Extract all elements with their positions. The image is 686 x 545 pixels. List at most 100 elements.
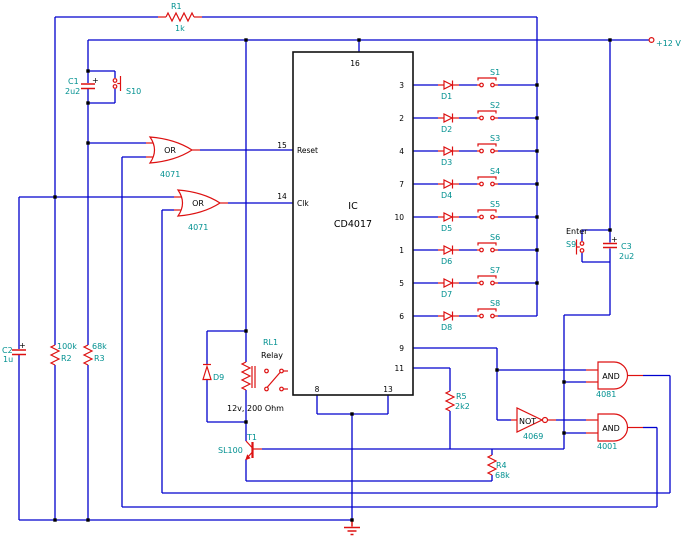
s9-ref-label: S9: [566, 240, 576, 249]
enter-label: Enter: [566, 227, 588, 236]
and-gate-1-symbol: [597, 361, 629, 390]
pushbutton-s10-symbol: [112, 76, 122, 91]
resistor-r1-symbol: [158, 11, 202, 23]
switch-ref-label: S6: [490, 233, 500, 242]
pushbutton-s9-symbol: [575, 239, 585, 255]
r1-ref-label: R1: [171, 2, 182, 11]
r4-value-label: 68k: [495, 471, 510, 480]
t1-part-label: SL100: [218, 446, 243, 455]
c2-ref-label: C2: [2, 346, 13, 355]
ic-pin14-label: 14: [277, 192, 287, 201]
capacitor-c3-symbol: [603, 242, 617, 249]
or-gate-1-symbol: [148, 136, 194, 164]
ic-pin16-label: 16: [350, 59, 360, 68]
diode-switch-row: [438, 209, 498, 222]
diode-ref-label: D7: [441, 290, 452, 299]
r1-value-label: 1k: [175, 24, 185, 33]
r5-value-label: 2k2: [455, 402, 470, 411]
relay-spec-label: 12v, 200 Ohm: [227, 404, 284, 413]
c1-polarity-label: +: [92, 76, 99, 85]
not-part-label: 4069: [523, 432, 543, 441]
or2-part-label: 4071: [188, 223, 208, 232]
diode-ref-label: D6: [441, 257, 452, 266]
resistor-r4-symbol: [486, 454, 498, 476]
ic-pin-label: 10: [394, 213, 404, 222]
resistor-r2-symbol: [49, 344, 61, 366]
r2-ref-label: R2: [61, 354, 72, 363]
c3-ref-label: C3: [621, 242, 632, 251]
ic-reset-label: Reset: [297, 146, 318, 155]
ground-symbol: [344, 520, 360, 536]
diode-ref-label: D2: [441, 125, 452, 134]
r5-ref-label: R5: [456, 392, 467, 401]
diode-d9-symbol: [202, 363, 212, 381]
ic-pin-label: 11: [394, 364, 404, 373]
switch-ref-label: S1: [490, 68, 500, 77]
ic-clk-label: Clk: [297, 199, 309, 208]
diode-switch-row: [438, 77, 498, 90]
or1-part-label: 4071: [160, 170, 180, 179]
capacitor-c2-symbol: [12, 349, 26, 356]
ic-pin-label: 6: [399, 312, 404, 321]
t1-ref-label: T1: [246, 433, 257, 442]
ic-pin-label: 1: [399, 246, 404, 255]
gate-stubs: [146, 142, 643, 434]
keypad-row-symbols: [438, 77, 498, 321]
c1-ref-label: C1: [68, 77, 79, 86]
relay-name-label: Relay: [261, 351, 283, 360]
diode-switch-row: [438, 110, 498, 123]
diode-switch-row: [438, 308, 498, 321]
ic-pin15-label: 15: [277, 141, 287, 150]
junction-dots: [53, 38, 612, 522]
circuit-wires: [18, 16, 671, 521]
c3-value-label: 2u2: [619, 252, 634, 261]
power-terminal-icon: [648, 36, 655, 43]
ic-pin-label: 4: [399, 147, 404, 156]
ic-name-label: IC: [348, 201, 358, 212]
and2-part-label: 4001: [597, 442, 617, 451]
diode-ref-label: D5: [441, 224, 452, 233]
c2-value-label: 1u: [3, 355, 13, 364]
diode-switch-row: [438, 275, 498, 288]
or2-type-label: OR: [192, 199, 204, 208]
d9-ref-label: D9: [213, 373, 224, 382]
and1-type-label: AND: [602, 372, 620, 381]
s10-ref-label: S10: [126, 87, 141, 96]
ic-pin-label: 7: [399, 180, 404, 189]
ic-pin8-label: 8: [315, 385, 320, 394]
and1-part-label: 4081: [596, 390, 616, 399]
diode-ref-label: D1: [441, 92, 452, 101]
r3-ref-label: R3: [94, 354, 105, 363]
relay-ref-label: RL1: [263, 338, 278, 347]
switch-ref-label: S4: [490, 167, 500, 176]
c1-value-label: 2u2: [65, 87, 80, 96]
ic-pin13-label: 13: [383, 385, 393, 394]
resistor-r3-symbol: [82, 344, 94, 366]
ic-cd4017: [292, 51, 414, 396]
relay-rl1-symbol: [240, 361, 288, 392]
not-gate-symbol: [516, 407, 549, 433]
or1-type-label: OR: [164, 146, 176, 155]
diode-switch-row: [438, 242, 498, 255]
ic-part-label: CD4017: [334, 219, 372, 230]
ic-pin-label: 3: [399, 81, 404, 90]
labels: R1 1k +12 V C1 2u2 + S10 OR 4071 OR 4071…: [2, 2, 681, 480]
and2-type-label: AND: [602, 424, 620, 433]
ic-pin-label: 5: [399, 279, 404, 288]
not-type-label: NOT: [519, 417, 536, 426]
capacitor-c1-symbol: [81, 83, 95, 90]
r2-value-label: 100k: [57, 342, 77, 351]
r3-value-label: 68k: [92, 342, 107, 351]
switch-ref-label: S5: [490, 200, 500, 209]
switch-ref-label: S8: [490, 299, 500, 308]
diode-ref-label: D3: [441, 158, 452, 167]
switch-ref-label: S7: [490, 266, 500, 275]
diode-ref-label: D8: [441, 323, 452, 332]
diode-switch-row: [438, 176, 498, 189]
diode-switch-row: [438, 143, 498, 156]
power-label: +12 V: [656, 39, 681, 48]
resistor-r5-symbol: [444, 390, 456, 412]
switch-ref-label: S3: [490, 134, 500, 143]
